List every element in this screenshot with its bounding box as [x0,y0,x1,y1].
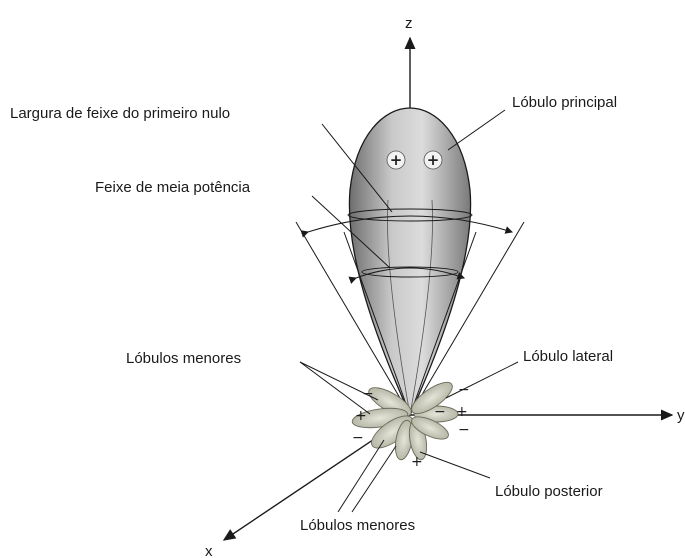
minor-sign-minus-1: − [362,386,374,402]
minor-sign-minus-3: − [458,382,470,398]
leader-back-lobe [419,451,491,479]
main-lobe-plus-right: + [427,151,440,169]
label-minor-lobes-bottom: Lóbulos menores [300,517,415,534]
minor-sign-plus-1: + [355,408,367,424]
leader-minor-left-2 [299,361,371,415]
half-power-cone-left [343,231,411,416]
z-axis-label: z [405,15,413,32]
minor-lobe-upper-right [411,381,453,415]
label-first-null-beamwidth: Largura de feixe do primeiro nulo [10,105,230,122]
leader-minor-left-1 [299,361,379,401]
half-power-cone-right [409,231,477,416]
minor-sign-plus-3: + [411,454,423,470]
main-lobe-plus-left: + [390,151,403,169]
minor-sign-minus-4: − [434,404,446,420]
y-axis-label: y [677,407,685,424]
leader-minor-bottom-2 [351,445,397,513]
x-axis-label: x [205,543,213,558]
minor-lobes [351,381,459,461]
leader-first-null [321,123,393,213]
half-power-arc [348,267,466,284]
main-lobe-plus-left-circle [386,150,406,170]
label-half-power-beam: Feixe de meia potência [95,179,251,196]
main-lobe-shading [387,199,411,416]
main-lobe-plus-right-circle [423,150,443,170]
leader-minor-bottom-1 [337,439,385,513]
label-back-lobe: Lóbulo posterior [495,483,603,500]
leader-side-lobe [445,361,519,399]
minor-sign-minus-5: − [458,422,470,438]
main-lobe [348,107,472,417]
first-null-cone-right [409,221,525,416]
minor-lobe-lower-right [411,416,449,440]
minor-sign-minus-2: − [352,430,364,446]
leader-main-lobe [447,109,506,151]
first-null-arc [300,215,514,238]
leader-half-power [311,195,391,269]
main-lobe-shading-2 [409,199,433,416]
first-null-cone-left [295,221,411,416]
first-null-section [347,208,473,222]
label-minor-lobes-left: Lóbulos menores [126,350,241,367]
label-side-lobe: Lóbulo lateral [523,348,613,365]
minor-sign-plus-2: + [456,404,468,420]
label-main-lobe: Lóbulo principal [512,94,617,111]
